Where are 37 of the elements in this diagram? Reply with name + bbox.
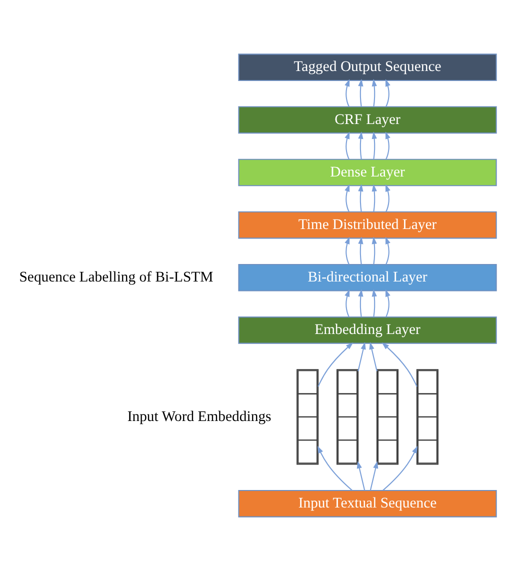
arrow <box>385 78 390 106</box>
arrow <box>382 342 418 386</box>
arrow <box>358 130 364 159</box>
arrow <box>372 184 377 212</box>
arrow <box>318 342 354 386</box>
arrow <box>358 78 364 106</box>
arrow <box>372 130 377 159</box>
node-box: Bi-directional Layer <box>238 263 497 291</box>
arrow <box>344 78 350 106</box>
arrow <box>344 184 350 212</box>
arrow <box>385 184 390 212</box>
label: Input Word Embeddings <box>127 408 272 424</box>
arrow <box>358 342 366 371</box>
arrow <box>344 131 350 159</box>
arrow <box>369 342 378 371</box>
arrow <box>372 78 377 106</box>
node-box: Time Distributed Layer <box>238 210 497 238</box>
label: Sequence Labelling of Bi-LSTM <box>19 269 214 286</box>
arrow <box>356 460 366 490</box>
arrow <box>358 236 364 264</box>
arrow <box>317 445 352 490</box>
arrow <box>372 236 377 264</box>
arrow <box>382 445 418 490</box>
arrow <box>385 131 390 159</box>
arrow <box>344 236 350 264</box>
arrow <box>372 288 377 316</box>
arrow <box>344 288 350 317</box>
arrow <box>385 288 390 317</box>
arrow <box>358 184 364 212</box>
node-box: Dense Layer <box>238 158 497 186</box>
arrow <box>358 288 364 316</box>
arrow <box>385 236 390 264</box>
node-box: Input Textual Sequence <box>238 489 497 517</box>
node-box: Embedding Layer <box>238 316 497 344</box>
arrow <box>370 460 378 490</box>
node-box: CRF Layer <box>238 106 497 134</box>
node-box: Tagged Output Sequence <box>238 53 497 81</box>
